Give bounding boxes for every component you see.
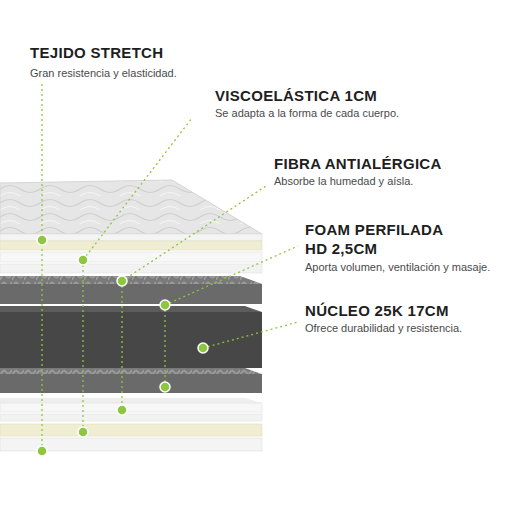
fibre-layer bbox=[0, 403, 262, 412]
profiled-foam-surface bbox=[0, 368, 262, 374]
layer-dot bbox=[78, 427, 88, 437]
layer-description: Ofrece durabilidad y resistencia. bbox=[305, 321, 462, 335]
layers bbox=[0, 180, 262, 451]
core-top bbox=[0, 306, 262, 312]
layer-dot bbox=[37, 446, 47, 456]
layer-dot bbox=[160, 382, 170, 392]
layer-description: Absorbe la humedad y aísla. bbox=[274, 174, 413, 188]
layer-description: Gran resistencia y elasticidad. bbox=[30, 66, 177, 80]
leader-line bbox=[121, 281, 122, 410]
fibre-layer bbox=[0, 264, 262, 273]
layer-dot bbox=[117, 276, 127, 286]
profiled-foam-surface bbox=[0, 276, 262, 284]
leader-line bbox=[122, 186, 266, 281]
core bbox=[0, 312, 262, 368]
layer-name: TEJIDO STRETCH bbox=[30, 43, 163, 62]
leader-line bbox=[164, 305, 165, 387]
fibre-top bbox=[0, 398, 262, 403]
layer-dot bbox=[37, 235, 47, 245]
layer-name: FOAM PERFILADA HD 2,5CM bbox=[305, 220, 445, 258]
fabric-top bbox=[0, 180, 262, 234]
profiled-foam bbox=[0, 374, 262, 393]
profiled-foam bbox=[0, 284, 262, 304]
layer-dot bbox=[198, 343, 208, 353]
layer-name: NÚCLEO 25K 17CM bbox=[305, 301, 449, 320]
layer-description: Aporta volumen, ventilación y masaje. bbox=[305, 260, 490, 274]
leader-lines bbox=[42, 84, 298, 451]
leader-line bbox=[165, 246, 298, 305]
layer-dot bbox=[160, 300, 170, 310]
fibre-layer bbox=[0, 252, 262, 262]
layer-dots bbox=[37, 235, 208, 456]
layer-name: VISCOELÁSTICA 1CM bbox=[215, 86, 377, 105]
layer-dot bbox=[78, 255, 88, 265]
visco-layer bbox=[0, 424, 262, 436]
layer-dot bbox=[117, 405, 127, 415]
fibre-layer bbox=[0, 414, 262, 421]
leader-line bbox=[83, 118, 192, 260]
leader-line bbox=[203, 322, 298, 348]
leader-line bbox=[82, 260, 83, 432]
leader-line bbox=[41, 84, 42, 451]
layer-name: FIBRA ANTIALÉRGICA bbox=[274, 154, 442, 173]
layer-description: Se adapta a la forma de cada cuerpo. bbox=[215, 106, 399, 120]
